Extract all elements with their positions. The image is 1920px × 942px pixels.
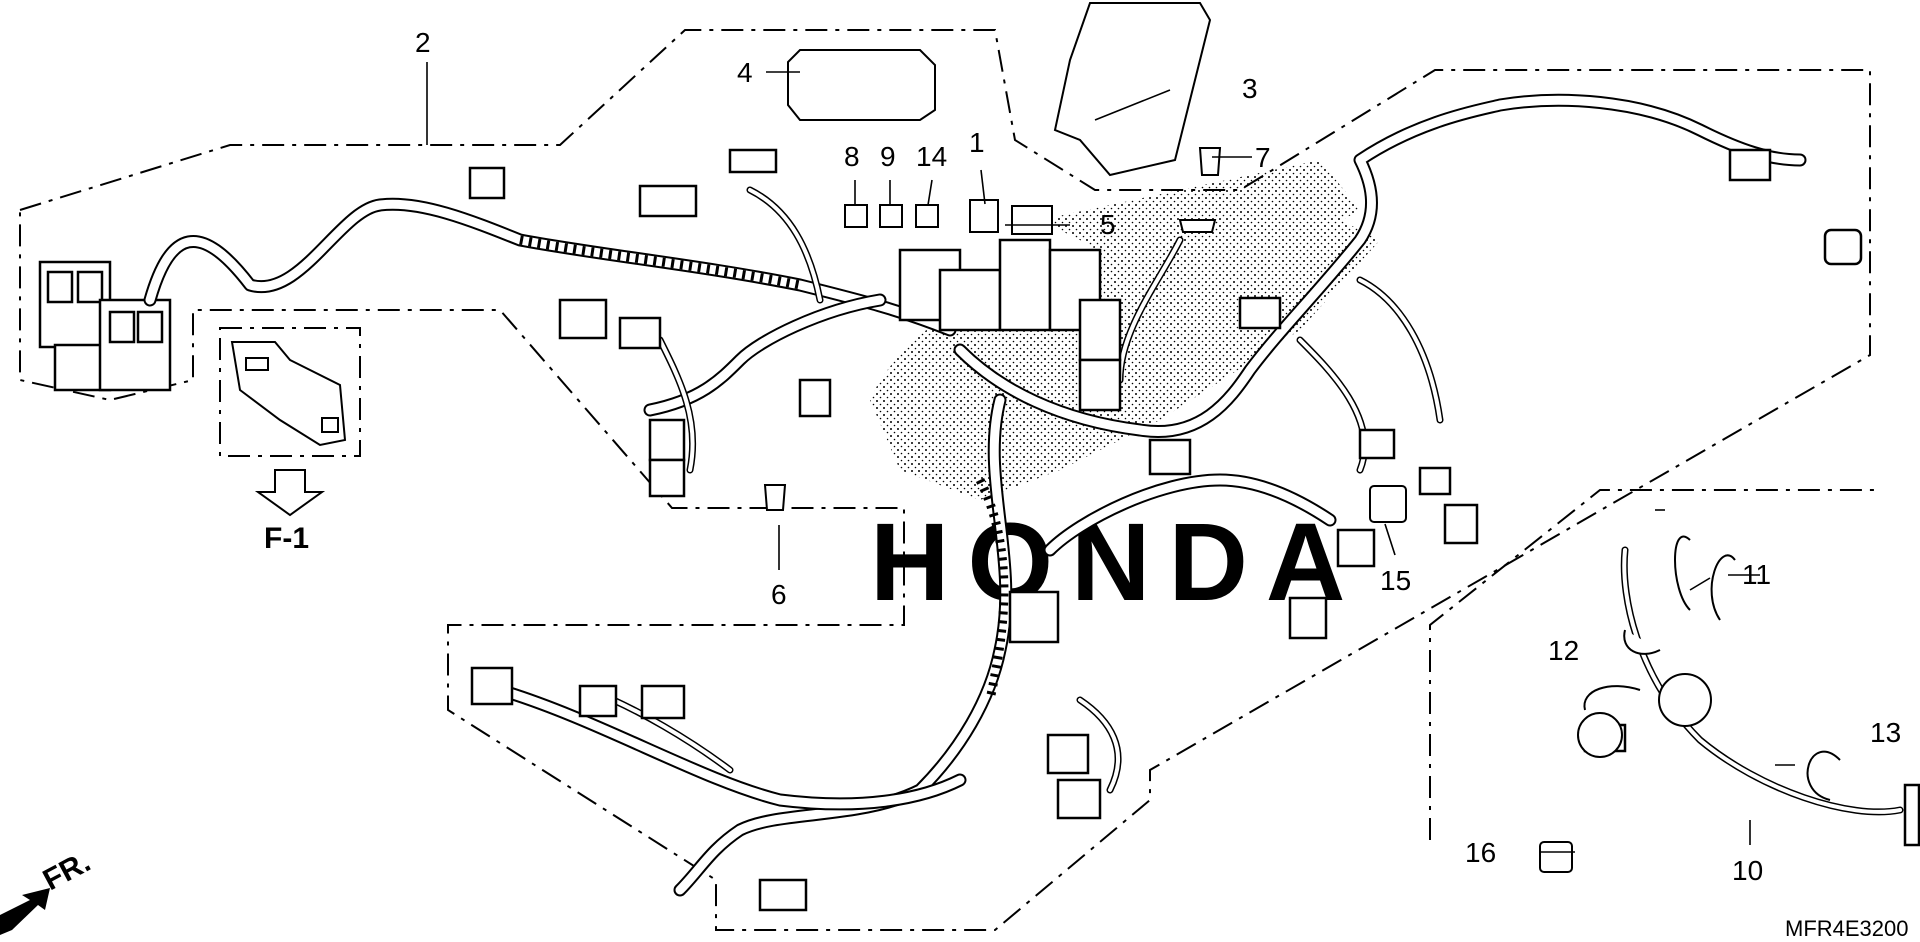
callout-14: 14	[916, 141, 947, 172]
callout-13: 13	[1870, 717, 1901, 748]
callout-2: 2	[415, 27, 431, 58]
front-arrow-icon	[0, 888, 50, 935]
callout-6: 6	[771, 579, 787, 610]
connectors	[468, 148, 1863, 912]
fig-ref-label: F-1	[264, 522, 309, 555]
callout-16: 16	[1465, 837, 1496, 868]
leader-lines	[426, 62, 1795, 853]
callout-12: 12	[1548, 635, 1579, 666]
honda-watermark: HONDA	[870, 501, 1363, 624]
left-switch-housing	[38, 260, 172, 392]
dashed-outlines	[19, 29, 1880, 931]
small-parts	[763, 2, 1573, 873]
callout-8: 8	[844, 141, 860, 172]
callout-11: 11	[1742, 559, 1771, 590]
callout-3: 3	[1242, 73, 1258, 104]
callout-15: 15	[1380, 565, 1411, 596]
diagram-code: MFR4E3200	[1785, 916, 1909, 941]
callout-5: 5	[1100, 209, 1116, 240]
callout-labels: 1 2 3 4 5 6 7 8 9 10 11 12 13 14 15 16	[415, 27, 1901, 886]
callout-10: 10	[1732, 855, 1763, 886]
inset-detail	[1577, 535, 1920, 847]
callout-4: 4	[737, 57, 753, 88]
main-harness	[143, 93, 1807, 897]
callout-9: 9	[880, 141, 896, 172]
bracket-f1	[230, 341, 347, 447]
arrow-down-icon	[254, 469, 326, 517]
callout-7: 7	[1255, 142, 1271, 173]
callout-1: 1	[969, 127, 985, 158]
